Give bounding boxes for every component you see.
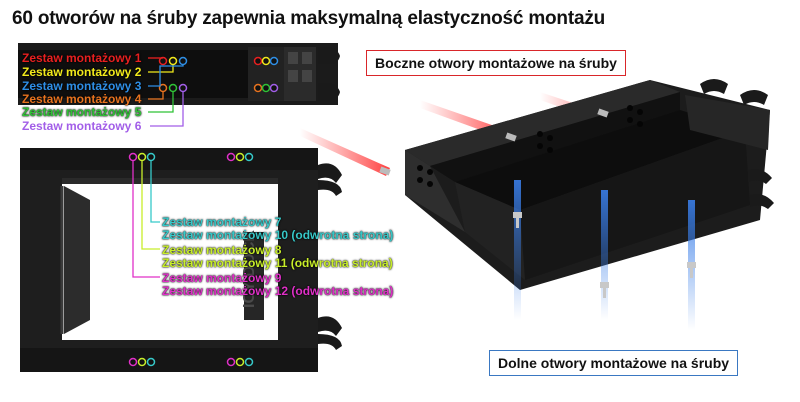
page-title: 60 otworów na śruby zapewnia maksymalną … [12,8,606,29]
kit-label-6: Zestaw montażowy 6 [22,119,142,133]
kit-label-8: Zestaw montażowy 8 [162,243,282,257]
kit-label-10: Zestaw montażowy 10 (odwrotna strona) [162,228,394,242]
front-view-leaders [132,161,160,278]
bottom-beam [601,190,608,320]
side-view-holes [158,56,279,93]
kit-label-5: Zestaw montażowy 5 [22,105,142,119]
screw-icon [513,212,696,298]
brand-logo: ICY DOCK [241,230,258,308]
kit-label-3: Zestaw montażowy 3 [22,79,142,93]
screw-icon [379,108,609,176]
side-beam [300,128,390,176]
front-view-holes [128,152,254,367]
kit-label-4: Zestaw montażowy 4 [22,92,142,106]
side-holes-callout: Boczne otwory montażowe na śruby [366,50,626,76]
bottom-beam [514,180,521,320]
isometric-holes [417,105,643,187]
kit-label-2: Zestaw montażowy 2 [22,65,142,79]
side-view-leaders [148,57,184,127]
kit-label-12: Zestaw montażowy 12 (odwrotna strona) [162,284,394,298]
isometric-bracket [300,79,774,330]
bottom-holes-callout: Dolne otwory montażowe na śruby [489,350,739,376]
kit-label-1: Zestaw montażowy 1 [22,51,142,65]
side-view-bracket [18,43,340,127]
kit-label-9: Zestaw montażowy 9 [162,271,282,285]
kit-label-7: Zestaw montażowy 7 [162,215,282,229]
kit-label-11: Zestaw montażowy 11 (odwrotna strona) [162,256,393,270]
front-view-bracket: ICY DOCK [20,148,342,372]
